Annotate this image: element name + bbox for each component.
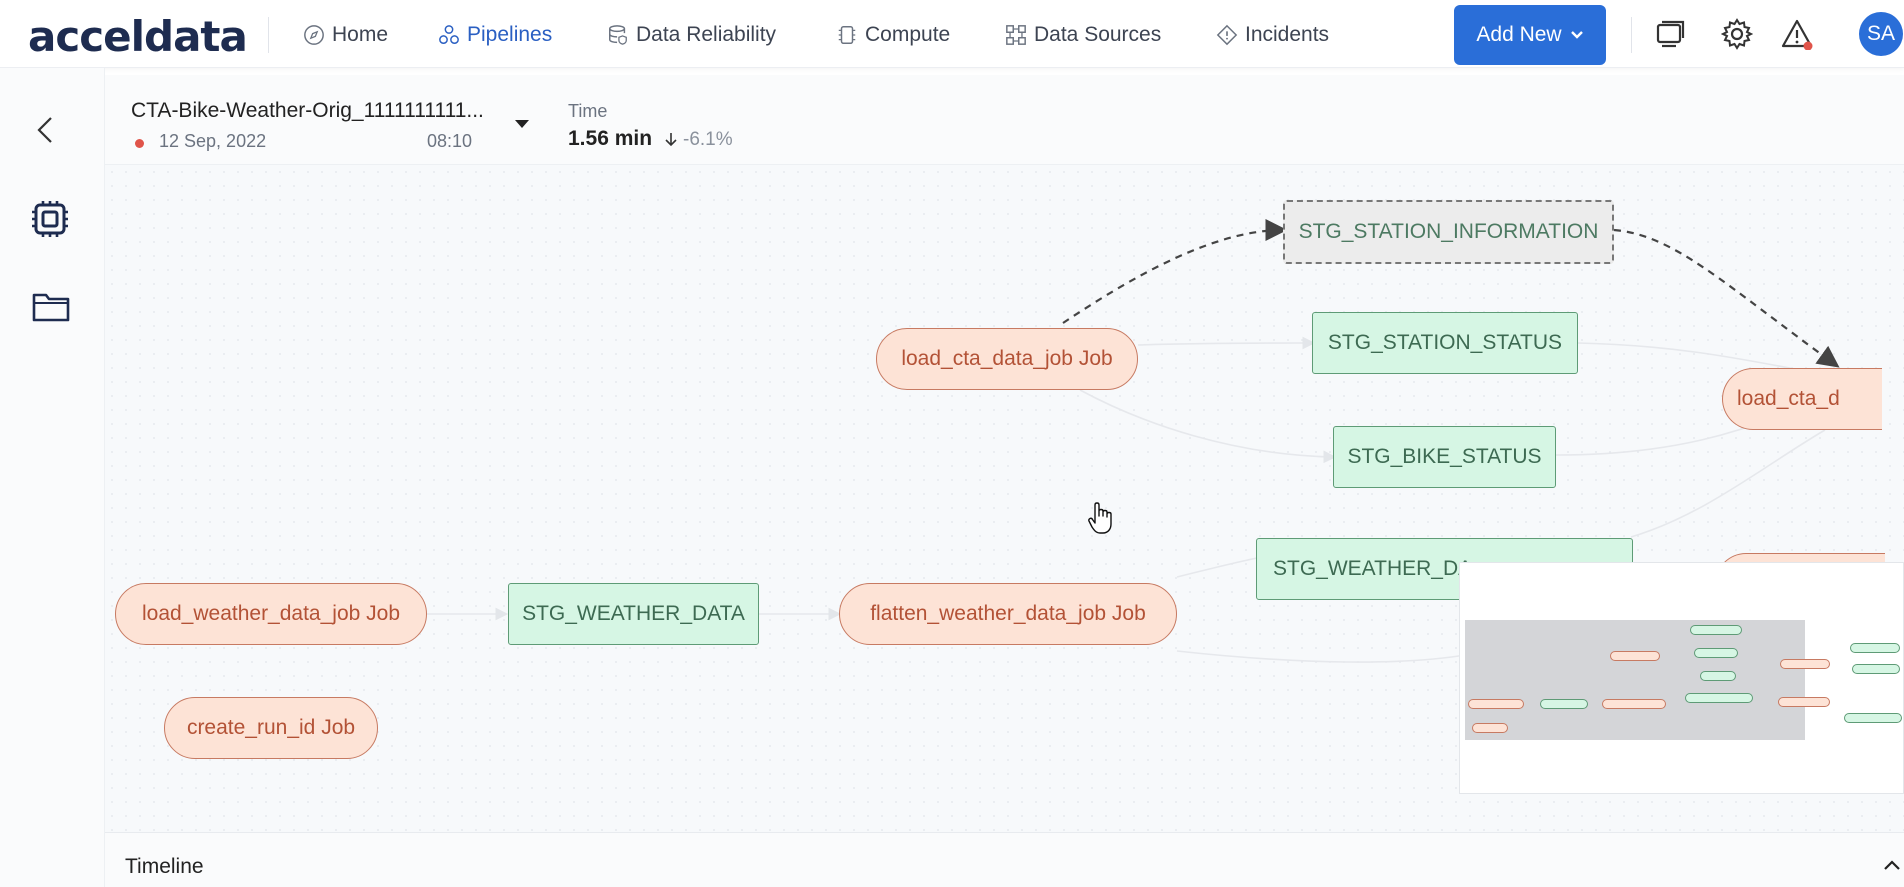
minimap-node xyxy=(1690,625,1742,635)
minimap-node xyxy=(1778,697,1830,707)
table-node-stg-station-status[interactable]: STG_STATION_STATUS xyxy=(1312,312,1578,374)
incidents-icon xyxy=(1216,24,1238,46)
app-logo[interactable]: acceldata xyxy=(28,12,248,61)
chip-icon xyxy=(838,26,856,44)
minimap-node xyxy=(1610,651,1660,661)
job-node-load-cta-data[interactable]: load_cta_data_job Job xyxy=(876,328,1138,390)
run-selector-dropdown[interactable] xyxy=(515,120,529,128)
duration-delta: -6.1% xyxy=(663,129,733,151)
edge-load-cta-to-station-info xyxy=(1062,219,1288,324)
nav-incidents[interactable]: Incidents xyxy=(1216,22,1329,48)
table-node-stg-weather-data[interactable]: STG_WEATHER_DATA xyxy=(508,583,759,645)
minimap-node xyxy=(1685,693,1753,703)
monitor-icon[interactable] xyxy=(1654,18,1686,50)
nav-data-sources-label: Data Sources xyxy=(1034,23,1162,46)
job-node-create-run-id[interactable]: create_run_id Job xyxy=(164,697,378,759)
chevron-down-icon xyxy=(1570,31,1583,39)
duration-delta-value: -6.1% xyxy=(683,129,733,150)
toolbar-divider xyxy=(1631,17,1632,53)
minimap-node xyxy=(1472,723,1508,733)
add-new-label: Add New xyxy=(1476,23,1562,46)
arrow-down-icon xyxy=(665,133,677,147)
nav-home-label: Home xyxy=(332,23,389,46)
data-sources-icon xyxy=(1006,25,1026,45)
avatar[interactable]: SA xyxy=(1859,12,1903,56)
alert-icon[interactable] xyxy=(1781,18,1813,50)
nav-pipelines-label: Pipelines xyxy=(467,23,553,46)
minimap-node xyxy=(1850,643,1900,653)
compass-icon xyxy=(304,25,324,45)
table-node-stg-station-information[interactable]: STG_STATION_INFORMATION xyxy=(1283,200,1614,264)
time-label: Time xyxy=(568,101,608,121)
minimap-node xyxy=(1694,648,1738,658)
status-dot xyxy=(135,139,144,148)
pipelines-icon xyxy=(439,25,459,44)
minimap-node xyxy=(1602,699,1666,709)
graph-edges xyxy=(427,219,1840,663)
minimap-node xyxy=(1540,699,1588,709)
folder-icon[interactable] xyxy=(31,287,71,327)
left-rail xyxy=(0,68,105,887)
cpu-icon[interactable] xyxy=(30,199,70,239)
lineage-canvas[interactable]: load_cta_data_job Job load_cta_d load_we… xyxy=(105,165,1904,832)
job-node-flatten-weather-data[interactable]: flatten_weather_data_job Job xyxy=(839,583,1177,645)
top-nav: acceldata Home Pipelines Data Reliabilit… xyxy=(0,0,1904,68)
run-time: 08:10 xyxy=(427,131,473,151)
edge-station-info-to-load-cta xyxy=(1613,228,1840,368)
hand-cursor-icon xyxy=(1088,502,1112,534)
nav-divider xyxy=(268,17,269,53)
nav-data-reliability[interactable]: Data Reliability xyxy=(607,22,776,48)
timeline-label: Timeline xyxy=(125,855,204,878)
job-node-load-weather-data[interactable]: load_weather_data_job Job xyxy=(115,583,427,645)
minimap-node xyxy=(1852,664,1900,674)
minimap-node xyxy=(1468,699,1524,709)
graph-minimap[interactable] xyxy=(1459,562,1904,794)
pipeline-name[interactable]: CTA-Bike-Weather-Orig_1111111111... xyxy=(131,99,484,122)
minimap-node xyxy=(1780,659,1830,669)
minimap-node xyxy=(1844,713,1902,723)
minimap-node xyxy=(1700,671,1736,681)
nav-pipelines[interactable]: Pipelines xyxy=(438,22,552,48)
pipeline-run-header: CTA-Bike-Weather-Orig_1111111111... 12 S… xyxy=(105,75,1904,165)
gear-icon[interactable] xyxy=(1721,18,1753,50)
nav-data-sources[interactable]: Data Sources xyxy=(1005,22,1161,48)
run-date: 12 Sep, 2022 xyxy=(159,131,267,151)
nav-home[interactable]: Home xyxy=(303,22,388,48)
table-node-stg-bike-status[interactable]: STG_BIKE_STATUS xyxy=(1333,426,1556,488)
chevron-up-icon[interactable] xyxy=(1882,855,1902,875)
back-arrow-icon[interactable] xyxy=(27,110,67,150)
database-shield-icon xyxy=(609,25,627,45)
duration-value: 1.56 min xyxy=(568,127,653,150)
job-node-load-cta-truncated[interactable]: load_cta_d xyxy=(1722,368,1882,430)
nav-incidents-label: Incidents xyxy=(1245,23,1330,46)
nav-compute-label: Compute xyxy=(865,23,951,46)
timeline-panel: Timeline xyxy=(105,832,1904,887)
minimap-viewport[interactable] xyxy=(1465,620,1805,740)
nav-compute[interactable]: Compute xyxy=(836,22,950,48)
nav-data-reliability-label: Data Reliability xyxy=(636,23,777,46)
add-new-button[interactable]: Add New xyxy=(1454,5,1606,65)
